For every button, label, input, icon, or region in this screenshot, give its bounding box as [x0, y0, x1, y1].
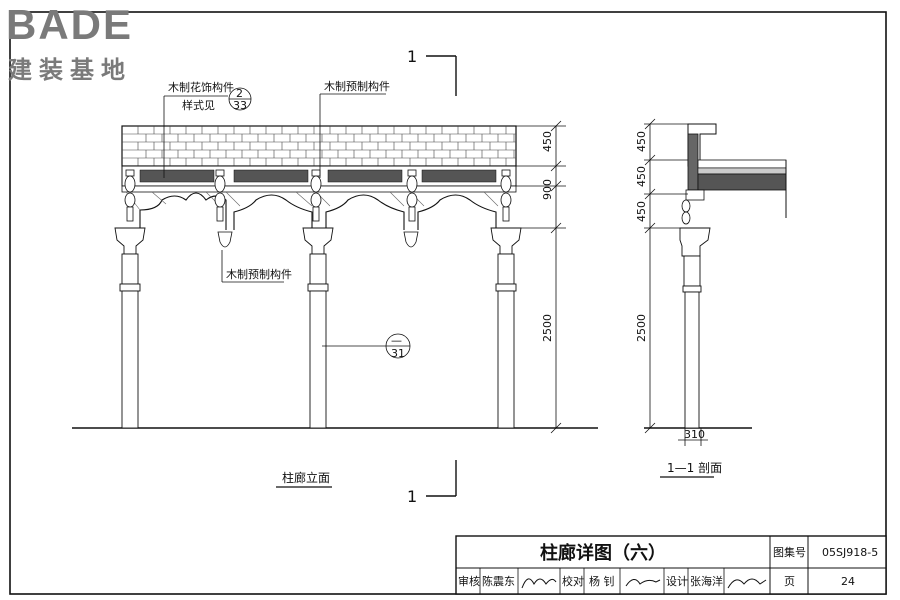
label-style-ref: 样式见 [182, 98, 215, 112]
ref-column-top: — [391, 334, 402, 347]
section-marker-bottom: 1 [407, 487, 417, 506]
page-number: 24 [841, 575, 855, 588]
ref-column-bottom: 31 [391, 347, 405, 360]
drawing-title: 柱廊详图（六） [540, 542, 666, 564]
check-label: 校对 [562, 574, 584, 588]
design-label: 设计 [666, 575, 688, 588]
page-label: 页 [784, 575, 795, 588]
dim-elev-2500: 2500 [541, 314, 554, 342]
sheet-border [9, 11, 887, 595]
designer-name: 张海洋 [690, 574, 723, 588]
section-marker-top: 1 [407, 47, 417, 66]
section-caption: 1—1 剖面 [667, 461, 722, 475]
reviewer-signature [521, 578, 557, 589]
dim-sec-450-c: 450 [635, 201, 648, 222]
baluster [406, 169, 418, 222]
checker-name: 杨 钊 [589, 574, 615, 588]
section-markers [426, 55, 457, 497]
arch-bay-1 [139, 192, 227, 230]
arch-bay-3 [325, 194, 405, 230]
brick-parapet [121, 125, 517, 167]
checker-signature [625, 579, 661, 587]
label-wood-decor: 木制花饰构件 [168, 80, 234, 94]
column [490, 227, 522, 429]
column [114, 227, 146, 429]
arch-bay-2 [233, 194, 313, 230]
reviewer-name: 陈震东 [482, 574, 515, 588]
colonnade-elevation: 450 900 2500 木制花饰构件 样式见 2 33 木制预制构件 木制预制… [72, 79, 598, 488]
brand-logo: BADE [6, 1, 134, 48]
atlas-label: 图集号 [773, 545, 806, 559]
atlas-number: 05SJ918-5 [822, 546, 878, 559]
baluster [310, 169, 322, 222]
dim-sec-450-b: 450 [635, 166, 648, 187]
dim-elev-450-top: 450 [541, 131, 554, 152]
arch-bay-4 [417, 194, 497, 230]
brand-logo-subtitle: 建装基地 [8, 56, 132, 84]
dim-sec-310: 310 [684, 428, 705, 441]
baluster [214, 169, 226, 222]
dim-sec-450-a: 450 [635, 131, 648, 152]
dim-elev-900: 900 [541, 179, 554, 200]
baluster [500, 169, 512, 222]
section-1-1: 450 450 450 2500 310 1—1 剖面 [635, 118, 787, 478]
baluster [124, 169, 136, 222]
label-prefab-top: 木制预制构件 [324, 79, 390, 93]
pendant-left [217, 231, 233, 248]
ref-decor-top: 2 [236, 87, 243, 100]
title-block: 柱廊详图（六） 图集号 05SJ918-5 页 24 审核 陈震东 校对 杨 钊… [455, 535, 887, 595]
label-prefab-mid: 木制预制构件 [226, 267, 292, 281]
dim-sec-2500: 2500 [635, 314, 648, 342]
review-label: 审核 [458, 574, 480, 588]
pendant-right [403, 231, 419, 248]
ref-decor-bottom: 33 [233, 99, 247, 112]
columns [114, 227, 522, 429]
column [302, 227, 334, 429]
designer-signature [727, 578, 767, 589]
elevation-caption: 柱廊立面 [282, 470, 330, 485]
